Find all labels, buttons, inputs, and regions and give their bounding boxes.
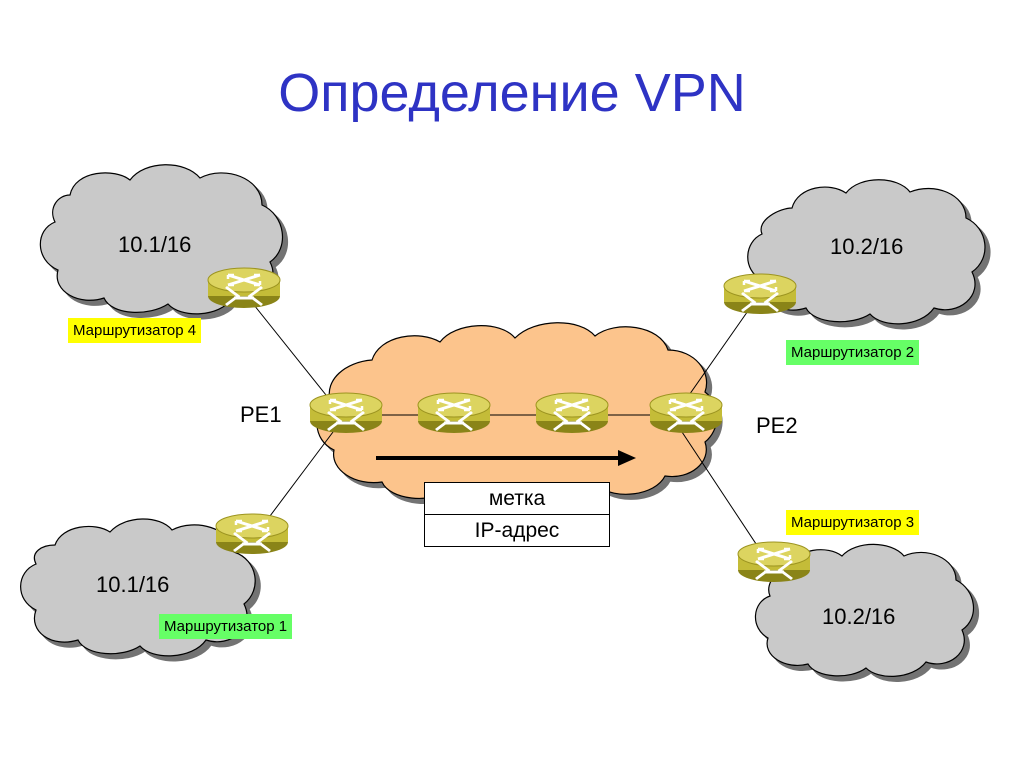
- pe1-label: PE1: [240, 402, 282, 427]
- router-icon: [214, 512, 290, 556]
- packet-ip-field: IP-адрес: [425, 514, 609, 546]
- router-1-tag: Маршрутизатор 1: [159, 614, 293, 639]
- site-cloud-top-right: [747, 179, 986, 325]
- cloud-prefix-bottom-right: 10.2/16: [822, 604, 896, 629]
- site-cloud-bottom-right: [754, 543, 975, 677]
- router-icon: [648, 391, 724, 435]
- packet-label-field: метка: [488, 487, 546, 510]
- cloud-prefix-bottom-left: 10.1/16: [96, 572, 170, 597]
- router-2-tag: Маршрутизатор 2: [786, 340, 920, 365]
- cloud-prefix-top-right: 10.2/16: [830, 234, 904, 259]
- router-icon: [534, 391, 610, 435]
- pe2-label: PE2: [756, 413, 798, 438]
- router-icon: [308, 391, 384, 435]
- labeled-packet: метка IP-адрес: [424, 482, 610, 547]
- router-3-tag: Маршрутизатор 3: [786, 510, 920, 535]
- cloud-prefix-top-left: 10.1/16: [118, 232, 192, 257]
- router-icon: [736, 540, 812, 584]
- router-icon: [206, 266, 282, 310]
- slide-title: Определение VPN: [278, 63, 746, 123]
- router-4-tag: Маршрутизатор 4: [68, 318, 202, 343]
- forwarding-arrow: [376, 450, 636, 466]
- router-icon: [416, 391, 492, 435]
- router-icon: [722, 272, 798, 316]
